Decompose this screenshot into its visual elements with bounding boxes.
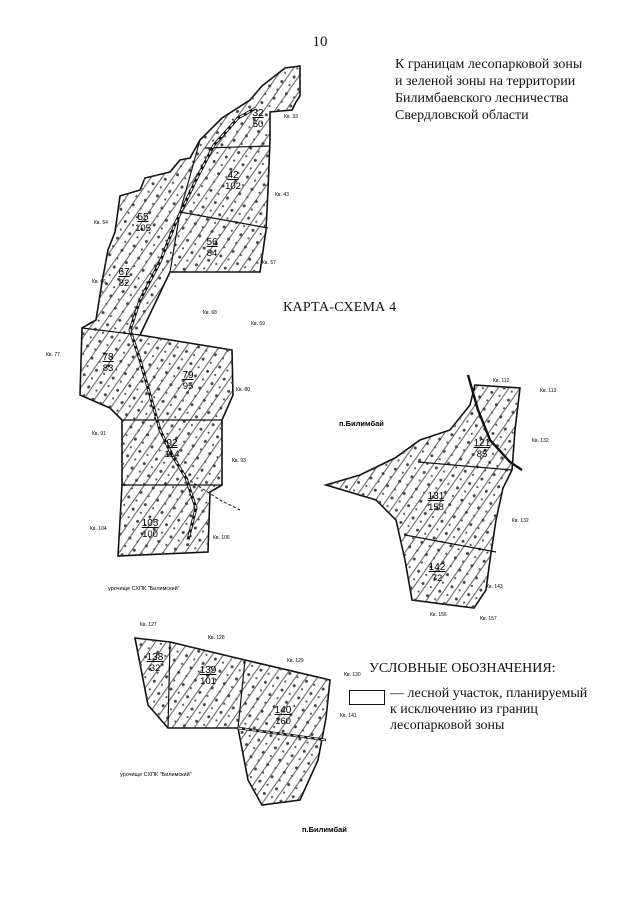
neighbor-quarter-label: Кв. 80	[236, 387, 250, 393]
legend-line: — лесной участок, планируемый	[390, 686, 588, 701]
quarter-number: 78	[102, 352, 114, 363]
map-block-east	[323, 374, 523, 609]
quarter-area: 50	[253, 119, 264, 130]
header-line: К границам лесопарковой зоны	[395, 57, 583, 72]
quarter-area: 95	[183, 381, 194, 392]
quarter-number: 140	[275, 705, 292, 716]
quarter-area: 85	[477, 449, 488, 460]
neighbor-quarter-label: Кв. 129	[287, 658, 304, 664]
quarter-area: 84	[207, 248, 218, 259]
neighbor-quarter-label: Кв. 132	[532, 438, 549, 444]
quarter-area: 101	[200, 676, 216, 687]
quarter-number: 105	[142, 518, 159, 529]
neighbor-quarter-label: Кв. 132	[512, 518, 529, 524]
header-line: и зеленой зоны на территории	[395, 74, 576, 89]
legend-description: — лесной участок, планируемый к исключен…	[390, 686, 587, 734]
neighbor-quarter-label: Кв. 157	[480, 616, 497, 622]
place-label-bilimbay: п.Билимбай	[302, 825, 347, 834]
quarter-labels: 3250421025510556846782788379959211410510…	[102, 108, 490, 727]
legend-title: УСЛОВНЫЕ ОБОЗНАЧЕНИЯ:	[369, 661, 556, 676]
neighbor-quarter-label: Кв. 93	[232, 458, 246, 464]
neighbor-quarter-label: Кв. 130	[344, 672, 361, 678]
quarter-number: 139	[200, 665, 217, 676]
neighbor-quarter-label: Кв. 113	[540, 388, 557, 394]
neighbor-quarter-label: Кв. 43	[275, 192, 289, 198]
header-line: Свердловской области	[395, 108, 529, 123]
header-note: К границам лесопарковой зоны и зеленой з…	[395, 56, 635, 124]
quarter-area: 72	[432, 573, 443, 584]
neighbor-quarter-label: Кв. 127	[140, 622, 157, 628]
place-label-bilimbay: п.Билимбай	[339, 419, 384, 428]
quarter-number: 42	[227, 170, 239, 181]
neighbor-quarter-label: Кв. 156	[430, 612, 447, 618]
neighbor-quarter-label: Кв. 141	[340, 713, 357, 719]
quarter-area: 102	[225, 181, 241, 192]
quarter-number: 32	[252, 108, 264, 119]
quarter-number: 131	[428, 491, 445, 502]
tract-label: урочище СХПК "Билимский"	[108, 585, 180, 592]
quarter-number: 121	[474, 438, 491, 449]
neighbor-quarter-label: Кв. 77	[46, 352, 60, 358]
map-block-main	[79, 65, 301, 557]
neighbor-quarter-label: Кв. 69	[251, 321, 265, 327]
neighbor-quarter-label: Кв. 143	[486, 584, 503, 590]
quarter-area: 83	[103, 363, 114, 374]
quarter-area: 158	[428, 502, 444, 513]
neighbor-quarter-label: Кв. 106	[213, 535, 230, 541]
quarter-area: 105	[135, 223, 151, 234]
quarter-number: 92	[166, 438, 178, 449]
map-block-south	[134, 637, 331, 806]
neighbor-quarter-label: Кв. 57	[262, 260, 276, 266]
legend-symbol-box	[349, 690, 385, 705]
neighbor-quarter-label: Кв. 112	[493, 378, 510, 384]
quarter-area: 160	[275, 716, 291, 727]
quarter-number: 79	[182, 370, 194, 381]
quarter-number: 142	[429, 562, 446, 573]
neighbor-quarter-label: Кв. 128	[208, 635, 225, 641]
neighbor-quarter-label: Кв. 104	[90, 526, 107, 532]
legend-line: к исключению из границ	[390, 702, 538, 717]
neighbor-quarter-label: Кв. 33	[284, 114, 298, 120]
quarter-area: 100	[142, 529, 158, 540]
tract-label: урочище СХПК "Билимский"	[120, 771, 192, 778]
neighbor-labels: Кв. 33 Кв. 43 Кв. 54 Кв. 57 Кв. 66 Кв. 68 Кв. …	[46, 114, 557, 719]
quarter-area: 114	[164, 449, 179, 460]
quarter-number: 138	[147, 652, 164, 663]
map-title: КАРТА-СХЕМА 4	[283, 300, 397, 315]
quarter-number: 67	[118, 267, 130, 278]
neighbor-quarter-label: Кв. 66	[92, 279, 106, 285]
quarter-number: 56	[206, 237, 218, 248]
quarter-area: 82	[119, 278, 130, 289]
legend-line: лесопарковой зоны	[390, 718, 505, 733]
quarter-area: 32	[150, 663, 161, 674]
header-line: Билимбаевского лесничества	[395, 91, 569, 106]
neighbor-quarter-label: Кв. 91	[92, 431, 106, 437]
page-number: 10	[312, 34, 328, 50]
quarter-number: 55	[137, 212, 149, 223]
neighbor-quarter-label: Кв. 68	[203, 310, 217, 316]
neighbor-quarter-label: Кв. 54	[94, 220, 108, 226]
